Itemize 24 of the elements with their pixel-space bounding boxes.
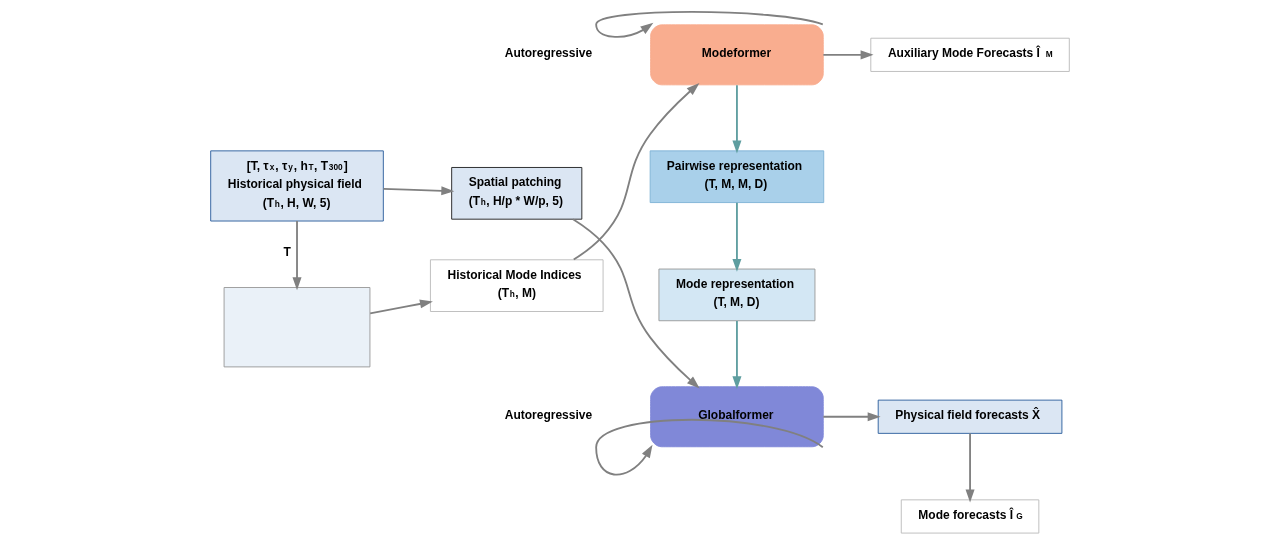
arrow xyxy=(732,320,742,390)
node-box: Physical field forecasts X̂ xyxy=(877,399,1063,434)
edge-label: Autoregressive xyxy=(504,46,593,61)
arrow xyxy=(732,201,742,272)
arrow xyxy=(382,186,455,196)
arrow xyxy=(822,412,881,422)
node-box: Spatial patching (Th, H/p * W/p, 5) xyxy=(451,167,583,220)
arrow xyxy=(572,83,700,261)
arrow xyxy=(965,432,975,503)
node-box: Modeformer xyxy=(650,24,824,86)
arrow xyxy=(572,218,700,389)
node-box: Mode representation (T, M, D) xyxy=(658,268,816,322)
arrow xyxy=(822,50,874,60)
node-box: Pairwise representation (T, M, M, D) xyxy=(649,150,825,203)
node-box: Globalformer xyxy=(650,386,824,448)
node-box: [T, τx, τy, hT, T300] Historical physical field (Th, H, W, 5) xyxy=(210,150,384,222)
edge-label: T xyxy=(283,245,291,260)
node-box: Historical Mode Indices (Th, M) xyxy=(429,259,604,312)
node-box: Mode forecasts ÎG xyxy=(900,499,1040,534)
arrow xyxy=(369,299,433,315)
arrow xyxy=(732,84,742,154)
arrow xyxy=(292,220,302,291)
edge-label: Autoregressive xyxy=(504,407,593,422)
node-box xyxy=(223,287,371,368)
